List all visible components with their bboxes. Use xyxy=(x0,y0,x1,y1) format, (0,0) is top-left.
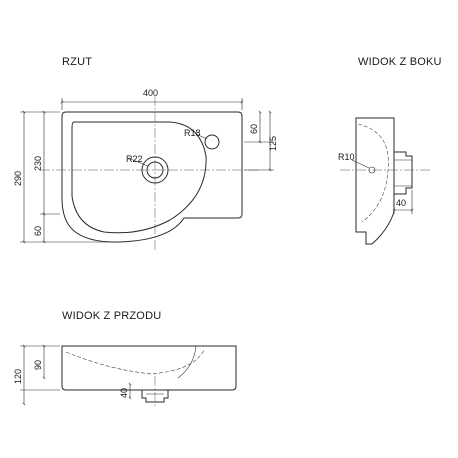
side-outline xyxy=(355,117,395,245)
tap-radius-label: R18 xyxy=(184,128,201,138)
side-view: R10 40 xyxy=(338,117,432,245)
tap-hole xyxy=(204,134,220,150)
total-depth-label: 290 xyxy=(13,171,23,186)
basin-height-label: 90 xyxy=(33,360,43,370)
plan-basin-outline xyxy=(71,121,207,234)
front-waste-label: 40 xyxy=(119,388,129,398)
plan-view-title: RZUT xyxy=(62,56,93,68)
side-radius-mark xyxy=(368,166,376,174)
width-label: 400 xyxy=(143,88,158,98)
tap-offset-label: 60 xyxy=(249,124,259,134)
side-radius-label: R10 xyxy=(338,152,355,162)
side-view-title: WIDOK Z BOKU xyxy=(358,56,442,68)
height-label: 120 xyxy=(13,369,23,384)
drain-radius-label: R22 xyxy=(126,154,143,164)
side-waste-spigot xyxy=(394,151,413,195)
front-view: 120 90 40 xyxy=(13,344,237,408)
basin-depth-label: 230 xyxy=(33,156,43,171)
drain-radius-leader xyxy=(127,157,149,167)
front-outline xyxy=(61,345,237,391)
front-rim-curve xyxy=(177,345,197,379)
side-radius-leader xyxy=(351,159,370,169)
front-view-title: WIDOK Z PRZODU xyxy=(62,310,162,322)
front-depth-label: 60 xyxy=(33,226,43,236)
front-basin-hidden-line xyxy=(65,349,205,375)
tap-position-label: 125 xyxy=(268,136,278,151)
drain-hole-outer xyxy=(141,156,169,184)
drain-hole-inner xyxy=(146,161,164,179)
plan-outline xyxy=(61,111,243,243)
tap-radius-leader xyxy=(195,133,208,140)
plan-view: R22 R18 400 290 230 60 60 xyxy=(13,88,278,252)
side-waste-label: 40 xyxy=(396,198,406,208)
